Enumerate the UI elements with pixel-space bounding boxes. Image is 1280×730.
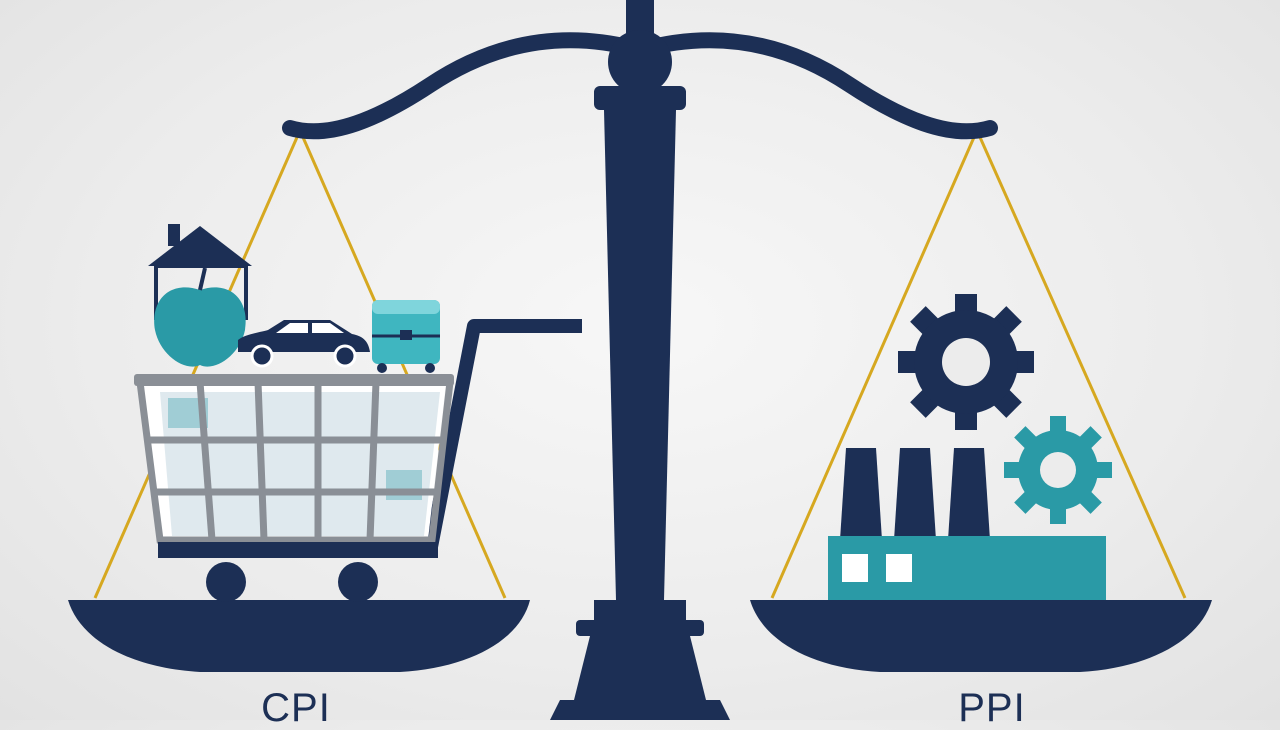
apple-icon <box>154 267 246 367</box>
cpi-label: CPI <box>261 686 331 730</box>
scale-strings <box>93 134 1187 599</box>
ppi-label: PPI <box>958 686 1026 730</box>
gear-icon <box>1004 416 1112 524</box>
suitcase-icon <box>372 300 440 373</box>
left-pan <box>68 600 530 672</box>
shopping-cart-icon <box>134 319 582 602</box>
right-pan <box>750 600 1212 672</box>
car-icon <box>238 320 370 368</box>
scale-pillar <box>550 0 730 720</box>
gear-icon <box>898 294 1034 430</box>
factory-icon <box>828 448 1106 600</box>
